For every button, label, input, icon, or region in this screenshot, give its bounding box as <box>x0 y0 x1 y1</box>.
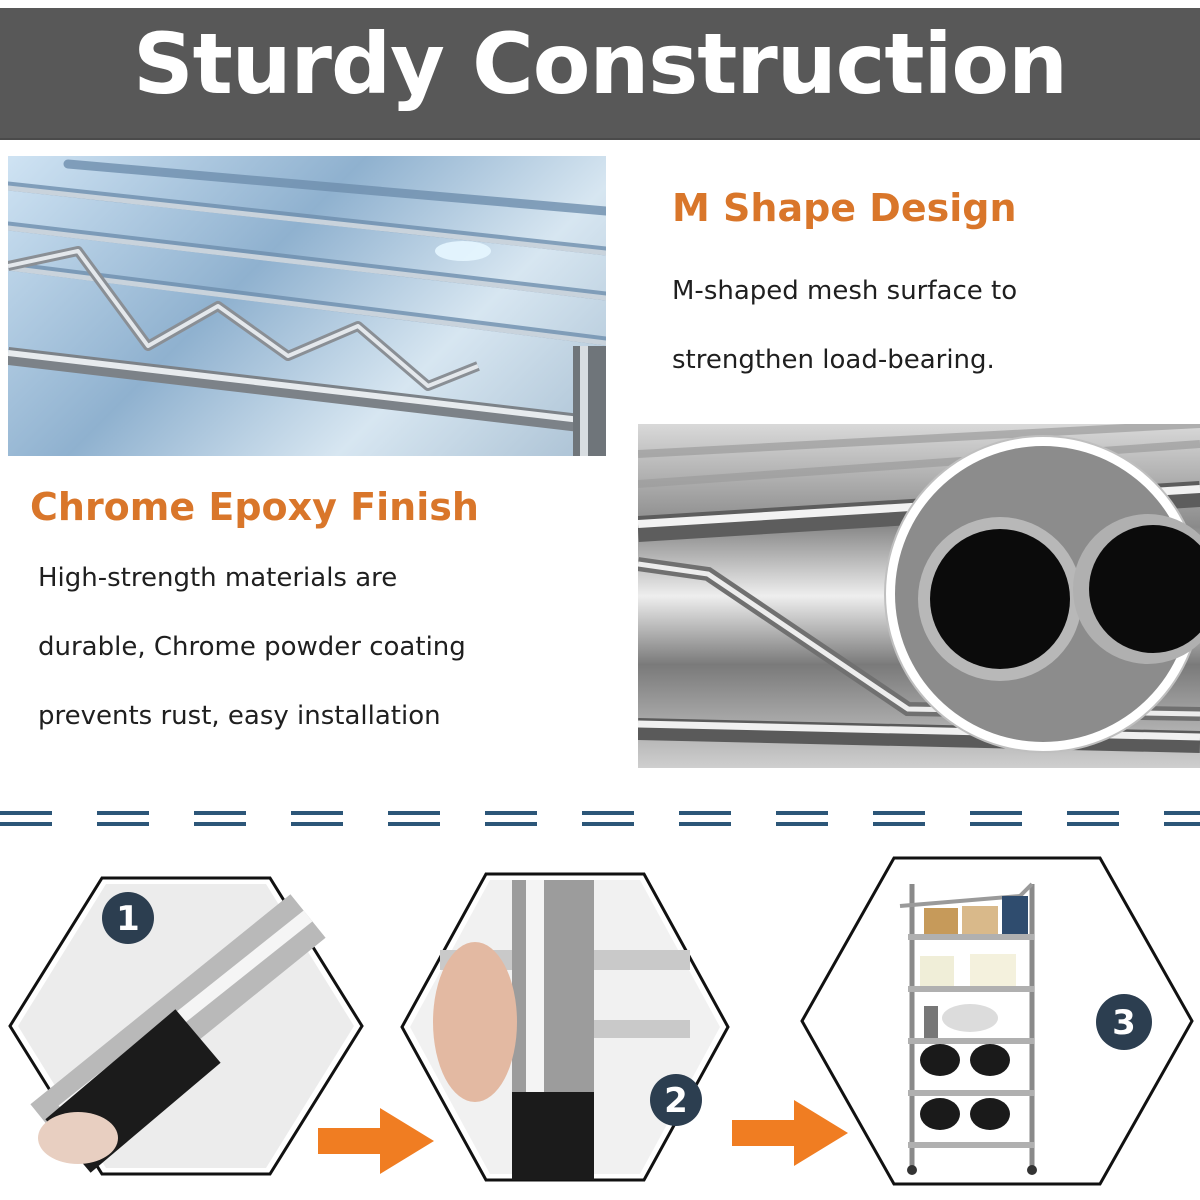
m-shape-heading: M Shape Design <box>672 186 1017 230</box>
mesh-shelf-illustration <box>8 159 606 456</box>
shelving-unit-illustration <box>899 882 1037 1175</box>
step-2-hexagon: 2 <box>400 872 730 1182</box>
chrome-tube-illustration <box>638 424 1200 753</box>
step-1-hexagon: 1 <box>8 876 364 1176</box>
chrome-finish-desc-line-2: durable, Chrome powder coating <box>38 632 466 662</box>
step-3-number: 3 <box>1112 1003 1136 1043</box>
arrow-right-icon <box>732 1100 848 1166</box>
m-shape-desc-line-1: M-shaped mesh surface to <box>672 276 1018 306</box>
chrome-tube-photo <box>638 424 1200 768</box>
chrome-finish-desc-line-1: High-strength materials are <box>38 563 398 593</box>
m-shape-desc-line-2: strengthen load-bearing. <box>672 345 995 375</box>
dashed-divider <box>0 811 1200 826</box>
chrome-finish-heading: Chrome Epoxy Finish <box>30 485 479 529</box>
step-3-hexagon: 3 <box>800 856 1194 1186</box>
mesh-shelf-photo <box>8 156 606 456</box>
page-title: Sturdy Construction <box>133 15 1068 113</box>
header-banner <box>0 8 1200 140</box>
step-1-number: 1 <box>116 899 140 939</box>
arrow-right-icon <box>318 1108 434 1174</box>
chrome-finish-desc-line-3: prevents rust, easy installation <box>38 701 441 731</box>
step-2-number: 2 <box>664 1081 688 1121</box>
